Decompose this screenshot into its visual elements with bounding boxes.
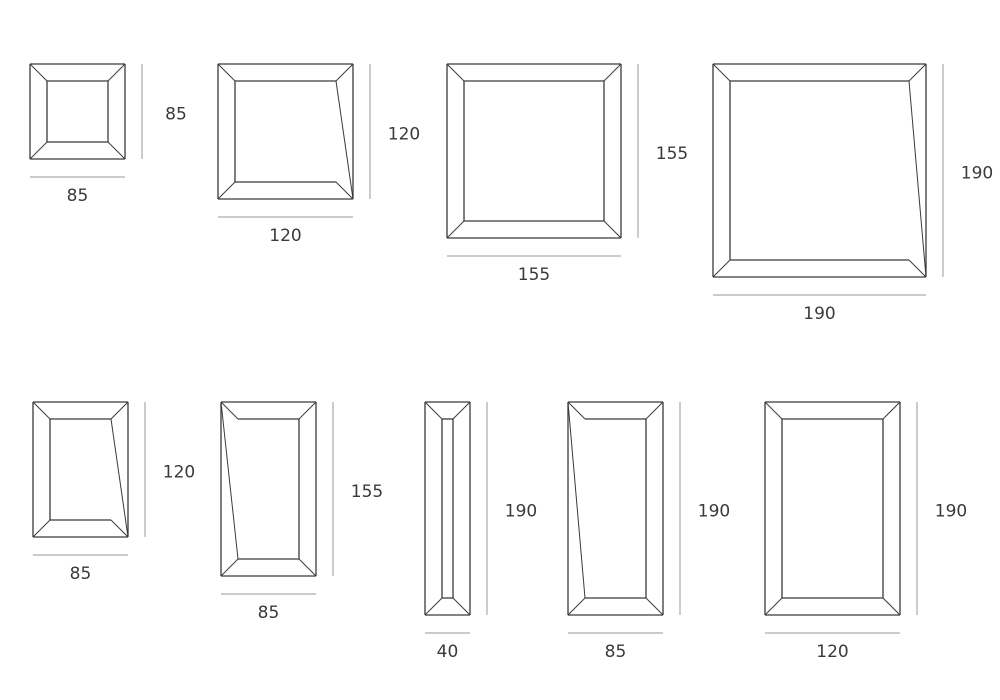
frame-bevel-line: [882, 597, 901, 616]
frame-4: 190 190: [712, 63, 993, 324]
frame-bevel-line: [712, 63, 731, 82]
frame-bevel-line: [298, 558, 317, 577]
frame-bevel-line: [220, 558, 239, 577]
height-label: 120: [388, 125, 420, 145]
frame-bevel-line: [298, 401, 317, 420]
frame-bevel-line: [424, 597, 443, 616]
frame-bevel-line: [424, 401, 443, 420]
frame-skew-line: [908, 80, 927, 278]
frame-bevel-line: [217, 181, 236, 200]
frame-bevel-line: [452, 401, 471, 420]
frame-1: 85 85: [29, 63, 187, 206]
frame-skew-line: [335, 80, 354, 200]
height-label: 155: [656, 144, 688, 164]
frame-bevel-line: [645, 597, 664, 616]
frame-bevel-line: [29, 63, 48, 82]
height-label: 190: [698, 502, 730, 522]
width-label: 190: [803, 304, 835, 324]
frame-bevel-line: [32, 519, 51, 538]
frame-bevel-line: [446, 220, 465, 239]
frame-bevel-line: [452, 597, 471, 616]
frame-bevel-line: [446, 63, 465, 82]
frame-6: 155 85: [220, 401, 383, 623]
frame-8: 190 85: [567, 401, 730, 662]
frame-bevel-line: [107, 141, 126, 160]
height-label: 155: [351, 482, 383, 502]
frame-9: 190 120: [764, 401, 967, 662]
frame-bevel-line: [335, 63, 354, 82]
frame-skew-line: [567, 401, 586, 599]
frame-bevel-line: [110, 401, 129, 420]
width-label: 40: [437, 642, 459, 662]
frame-bevel-line: [603, 220, 622, 239]
width-label: 155: [518, 265, 550, 285]
frame-skew-line: [110, 418, 129, 538]
frame-bevel-line: [217, 63, 236, 82]
frame-bevel-line: [908, 63, 927, 82]
frame-bevel-line: [335, 181, 354, 200]
frame-bevel-line: [603, 63, 622, 82]
width-label: 120: [816, 642, 848, 662]
frame-bevel-line: [567, 597, 586, 616]
frame-3: 155 155: [446, 63, 688, 285]
frame-7: 190 40: [424, 401, 537, 662]
frame-bevel-line: [645, 401, 664, 420]
frame-5: 120 85: [32, 401, 195, 584]
width-label: 85: [605, 642, 627, 662]
width-label: 120: [269, 226, 301, 246]
frame-skew-line: [220, 401, 239, 560]
height-label: 190: [935, 502, 967, 522]
height-label: 190: [961, 164, 993, 184]
width-label: 85: [258, 603, 280, 623]
height-label: 85: [165, 105, 187, 125]
frame-2: 120 120: [217, 63, 420, 246]
frame-bevel-line: [220, 401, 239, 420]
frame-bevel-line: [882, 401, 901, 420]
frame-bevel-line: [712, 259, 731, 278]
frame-bevel-line: [107, 63, 126, 82]
width-label: 85: [70, 564, 92, 584]
frame-bevel-line: [110, 519, 129, 538]
frame-bevel-line: [29, 141, 48, 160]
frame-bevel-line: [567, 401, 586, 420]
frame-bevel-line: [32, 401, 51, 420]
frame-bevel-line: [764, 597, 783, 616]
frame-bevel-line: [764, 401, 783, 420]
frame-bevel-line: [908, 259, 927, 278]
height-label: 120: [163, 463, 195, 483]
height-label: 190: [505, 502, 537, 522]
width-label: 85: [67, 186, 89, 206]
